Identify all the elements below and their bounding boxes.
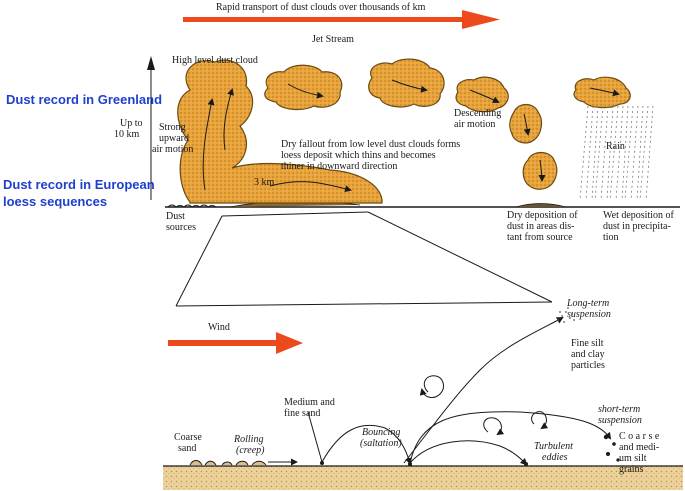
long-term-line-2: suspension [567, 309, 611, 320]
rain-label: Rain [606, 141, 625, 152]
dust-column-cloud [177, 59, 383, 204]
transport-label: Rapid transport of dust clouds over thou… [216, 2, 426, 13]
descending-line-2: air motion [454, 119, 496, 130]
coarse-silt-line-1: C o a r s e [619, 431, 660, 442]
turbulent-line-1: Turbulent [534, 441, 573, 452]
descending-cloud-1 [455, 76, 509, 113]
european-record-line-1: Dust record in European [3, 177, 155, 192]
turbulent-eddies [419, 375, 549, 436]
zoom-funnel [175, 211, 553, 307]
dust-sources-line-2: sources [166, 222, 196, 233]
descending-cloud-2 [509, 103, 543, 144]
dry-deposition-line-3: tant from source [507, 232, 573, 243]
three-km-label: 3 km [254, 177, 275, 188]
dry-fallout-line-2: loess deposit which thins and becomes [281, 150, 436, 161]
wind-arrow [168, 332, 303, 354]
descending-line-1: Descending [454, 108, 502, 119]
saltation-paths [307, 317, 612, 466]
rolling-line-1: Rolling [234, 434, 264, 445]
wet-deposition-line-3: tion [603, 232, 619, 243]
sediment-particles [320, 434, 620, 466]
rain-cloud [573, 76, 631, 109]
rolling-line-2: (creep) [236, 445, 265, 456]
long-term-line-1: Long-term [567, 298, 610, 309]
jet-stream-arrow [183, 10, 500, 29]
dry-deposition-line-2: dust in areas dis- [507, 221, 575, 232]
rain-streaks [579, 105, 654, 201]
jet-stream-label: Jet Stream [312, 34, 354, 45]
medium-fine-line-2: fine sand [284, 408, 321, 419]
strong-updraft-line-1: Strong [159, 122, 186, 133]
up-to-label: Up to [120, 118, 143, 129]
high-cloud-1 [264, 64, 343, 111]
dry-fallout-line-3: thiner in downward direction [281, 161, 398, 172]
medium-fine-line-1: Medium and [284, 397, 335, 408]
bouncing-line-2: (saltation) [360, 438, 402, 449]
altitude-axis-arrow [147, 56, 155, 200]
fine-silt-line-3: particles [571, 360, 605, 371]
high-cloud-label: High level dust cloud [172, 55, 258, 66]
strong-updraft-line-2: upward [159, 133, 189, 144]
dust-sources-line-1: Dust [166, 211, 185, 222]
dry-deposition-line-1: Dry deposition of [507, 210, 578, 221]
greenland-record-label: Dust record in Greenland [6, 92, 163, 107]
dry-deposit-mound [515, 203, 567, 208]
descending-cloud-3 [522, 151, 558, 190]
coarse-silt-line-3: um silt [619, 453, 647, 464]
strong-updraft-line-3: air motion [152, 144, 194, 155]
dry-fallout-line-1: Dry fallout from low level dust clouds f… [281, 139, 461, 150]
ground-bottom [163, 460, 683, 490]
fine-silt-line-2: and clay [571, 349, 605, 360]
coarse-silt-line-2: and medi- [619, 442, 660, 453]
wet-deposition-line-2: dust in precipita- [603, 221, 671, 232]
short-term-line-1: short-term [598, 404, 641, 415]
coarse-sand-line-1: Coarse [174, 432, 202, 443]
coarse-silt-line-4: grains [619, 464, 644, 475]
fine-dust-cloud [557, 307, 575, 323]
short-term-line-2: suspension [598, 415, 642, 426]
wet-deposition-line-1: Wet deposition of [603, 210, 674, 221]
european-record-line-2: loess sequences [3, 194, 108, 209]
high-cloud-2 [368, 58, 445, 108]
turbulent-line-2: eddies [542, 452, 568, 463]
bouncing-line-1: Bouncing [362, 427, 401, 438]
ten-km-label: 10 km [114, 129, 140, 140]
wind-label: Wind [208, 322, 230, 333]
coarse-sand-line-2: sand [178, 443, 197, 454]
fine-silt-line-1: Fine silt [571, 338, 604, 349]
